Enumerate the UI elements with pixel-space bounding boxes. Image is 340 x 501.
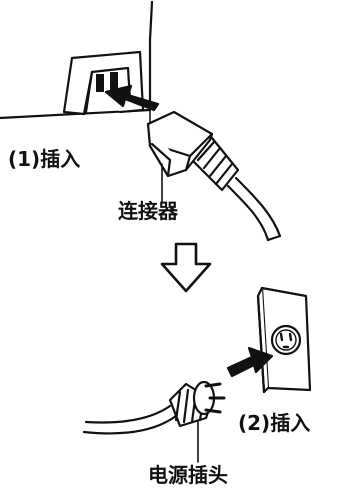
connector-label: 连接器 — [118, 199, 178, 223]
power-inlet-socket — [62, 50, 145, 116]
down-arrow-outline-icon — [160, 242, 212, 293]
wall-outlet — [256, 286, 312, 394]
connector-plug — [146, 110, 282, 242]
step2-label: (2)插入 — [238, 411, 311, 435]
power-plug — [82, 380, 226, 435]
step1-label: (1)插入 — [8, 147, 81, 171]
insert-arrow-2-icon — [226, 346, 274, 378]
power-plug-label: 电源插头 — [148, 463, 228, 487]
insert-arrow-icon — [104, 84, 160, 112]
